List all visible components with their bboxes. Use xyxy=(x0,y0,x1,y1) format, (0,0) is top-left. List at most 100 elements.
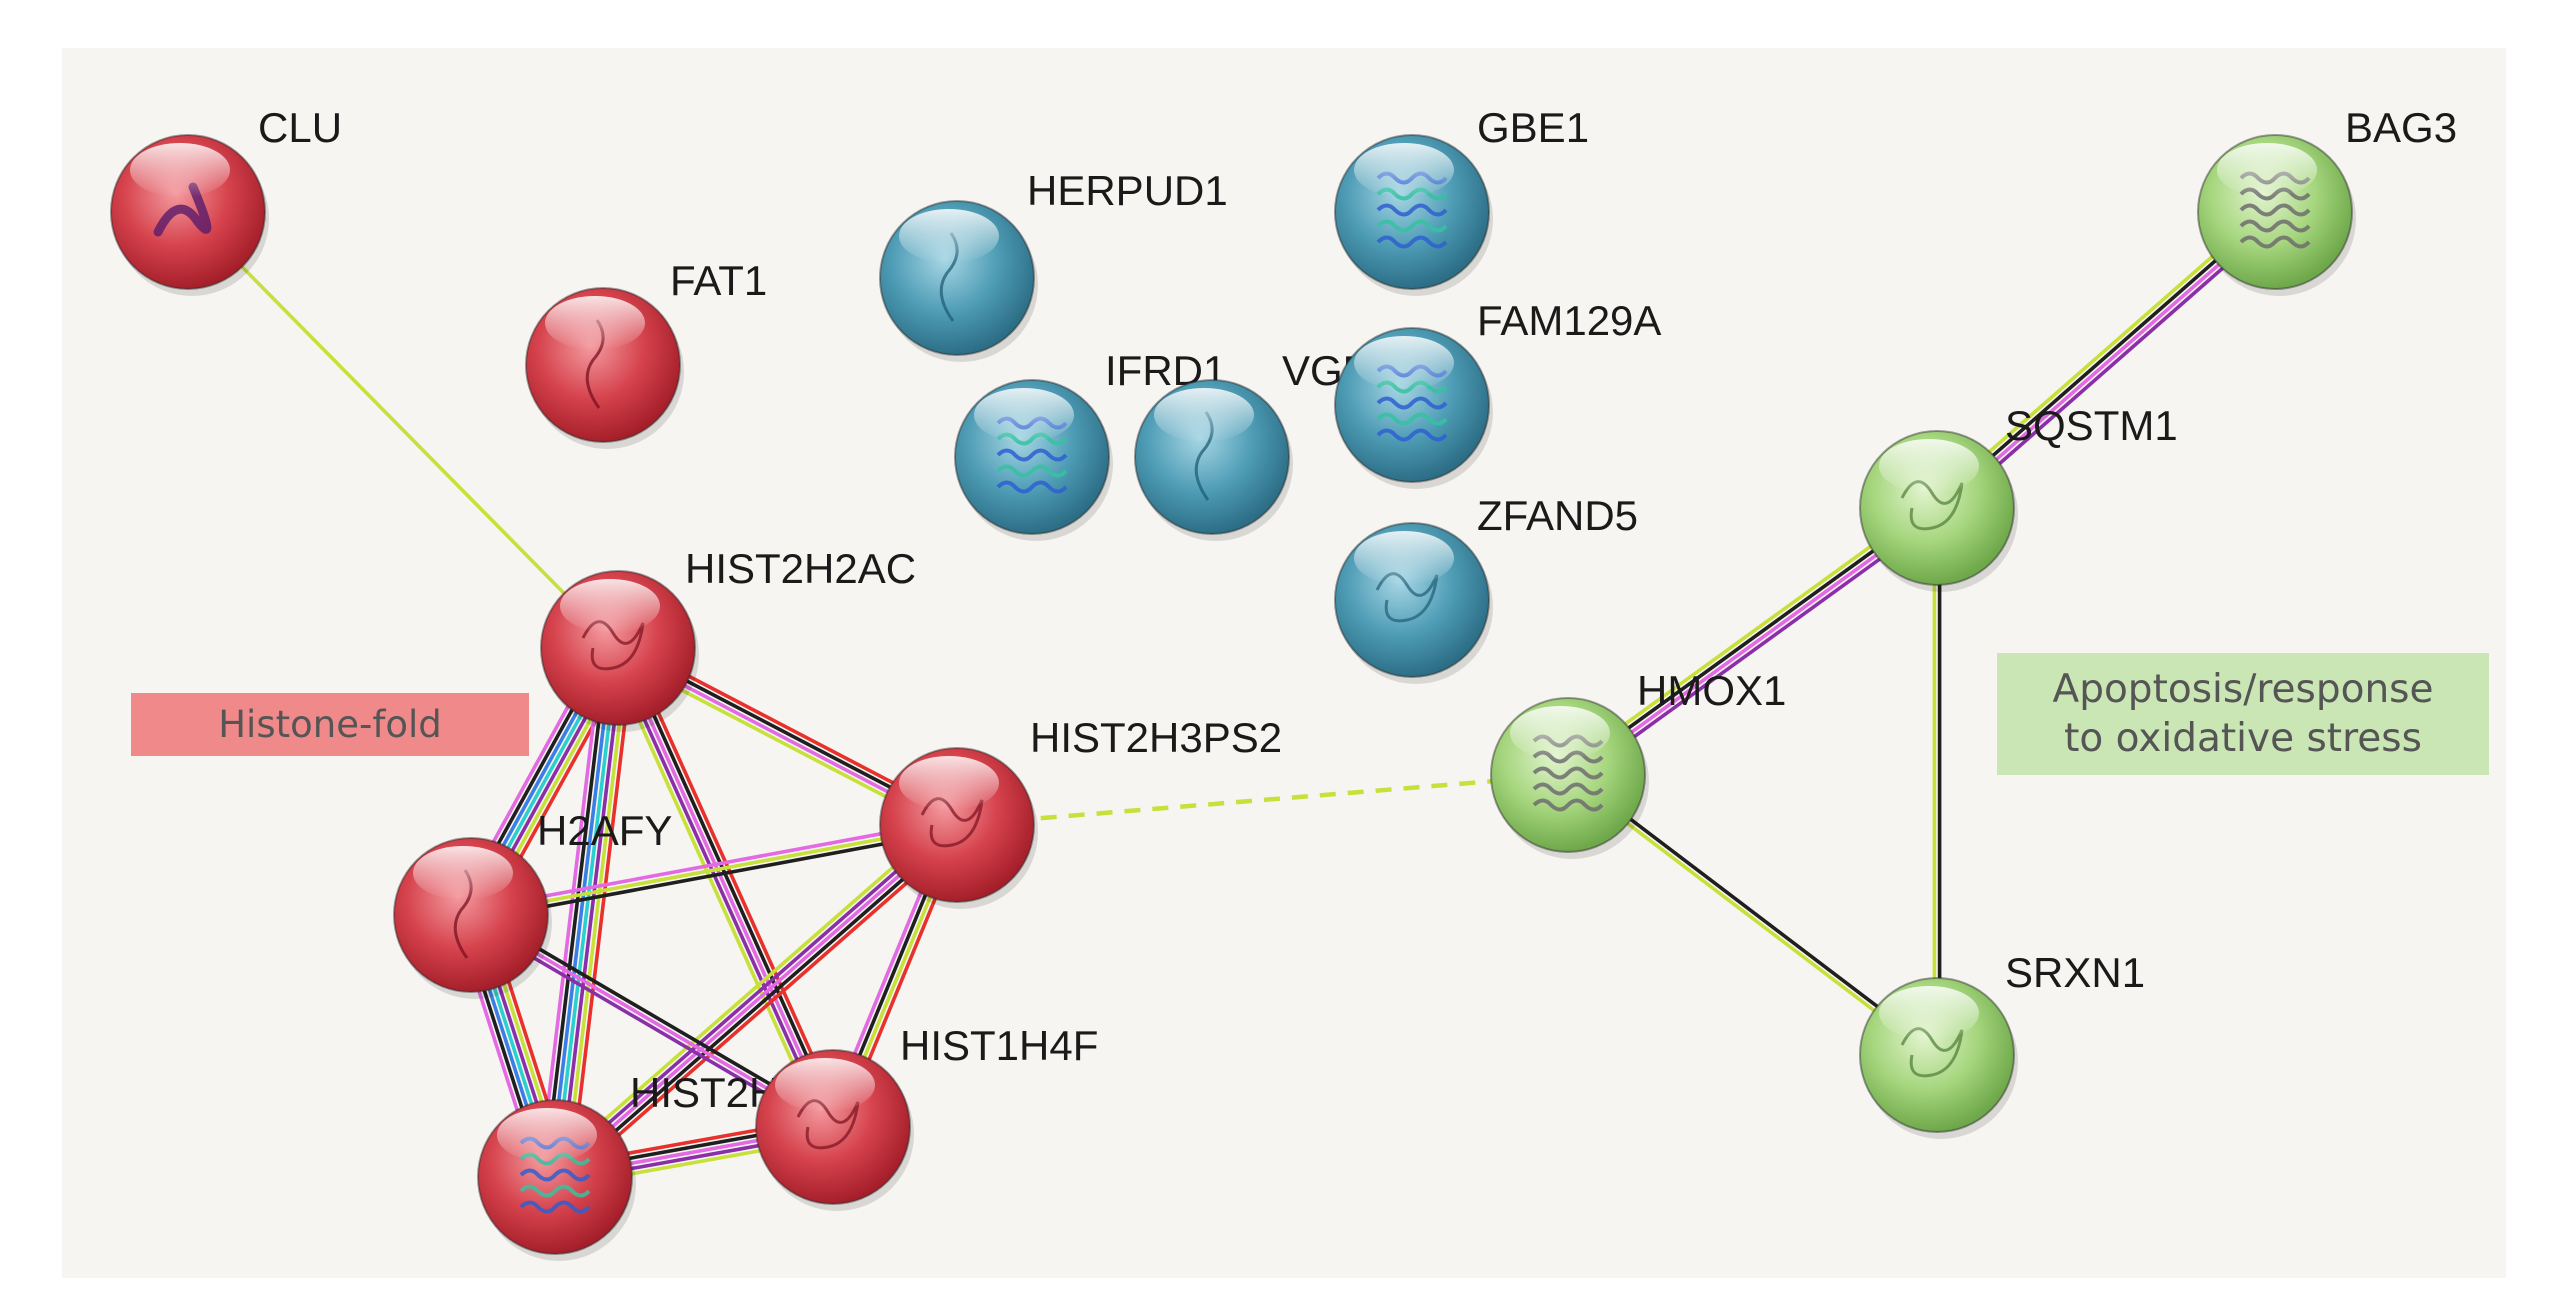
node-gloss xyxy=(1879,986,1979,1040)
node-label-hmox1: HMOX1 xyxy=(1637,667,1786,714)
node-label-h2afy: H2AFY xyxy=(537,807,672,854)
node-h2afy[interactable]: H2AFY xyxy=(393,807,672,999)
structure-mark xyxy=(1376,428,1448,442)
structure-mark xyxy=(1532,766,1604,780)
structure-mark xyxy=(1376,203,1448,217)
node-gloss xyxy=(560,579,660,633)
node-zfand5[interactable]: ZFAND5 xyxy=(1334,492,1638,684)
node-fat1[interactable]: FAT1 xyxy=(525,257,767,449)
node-hmox1[interactable]: HMOX1 xyxy=(1490,667,1786,859)
structure-mark xyxy=(2239,219,2311,233)
node-label-clu: CLU xyxy=(258,104,342,151)
node-label-fam129a: FAM129A xyxy=(1477,297,1661,344)
edge-line xyxy=(558,648,625,1178)
structure-mark xyxy=(1532,798,1604,812)
structure-mark xyxy=(153,182,212,237)
node-label-hist1h4f: HIST1H4F xyxy=(900,1022,1098,1069)
structure-mark xyxy=(996,448,1068,462)
structure-mark xyxy=(1376,396,1448,410)
node-label-fat1: FAT1 xyxy=(670,257,767,304)
node-gloss xyxy=(130,143,230,197)
node-srxn1[interactable]: SRXN1 xyxy=(1859,949,2145,1139)
node-label-herpud1: HERPUD1 xyxy=(1027,167,1228,214)
node-ifrd1[interactable]: IFRD1 xyxy=(954,347,1226,541)
edge-line xyxy=(956,772,1569,828)
node-label-hist2h3ps2: HIST2H3PS2 xyxy=(1030,714,1282,761)
node-hist2h2ac[interactable]: HIST2H2AC xyxy=(540,545,916,732)
edge-line xyxy=(621,645,840,1126)
edge-line xyxy=(470,823,958,917)
structure-mark xyxy=(2239,203,2311,217)
edge-line xyxy=(471,828,959,922)
node-label-zfand5: ZFAND5 xyxy=(1477,492,1638,539)
node-gloss xyxy=(545,296,645,350)
node-vgf[interactable]: VGF xyxy=(1134,347,1368,541)
edge-line xyxy=(616,647,835,1128)
edge-hist2h3ps2-h2afy xyxy=(469,818,959,922)
node-bag3[interactable]: BAG3 xyxy=(2197,104,2457,296)
structure-mark xyxy=(996,480,1068,494)
edge-line xyxy=(186,210,620,650)
edge-line xyxy=(546,815,952,1171)
edge-hist2h2ac-hist2h2be xyxy=(537,645,636,1180)
node-gloss xyxy=(899,209,999,263)
node-label-bag3: BAG3 xyxy=(2345,104,2457,151)
edge-line xyxy=(568,649,636,1180)
edge-line xyxy=(553,647,620,1178)
node-clu[interactable]: CLU xyxy=(110,104,342,296)
node-gloss xyxy=(899,756,999,810)
node-fam129a[interactable]: FAM129A xyxy=(1334,297,1661,489)
structure-mark xyxy=(1376,219,1448,233)
node-gloss xyxy=(2217,143,2317,197)
edge-hmox1-srxn1 xyxy=(1565,771,1940,1059)
node-gloss xyxy=(775,1058,875,1112)
structure-mark xyxy=(1376,412,1448,426)
edge-line xyxy=(560,831,966,1187)
edge-line xyxy=(563,649,631,1179)
structure-mark xyxy=(519,1168,591,1182)
structure-mark xyxy=(519,1200,591,1214)
edge-line xyxy=(553,823,959,1179)
structure-mark xyxy=(519,1184,591,1198)
node-sqstm1[interactable]: SQSTM1 xyxy=(1859,402,2178,592)
node-label-srxn1: SRXN1 xyxy=(2005,949,2145,996)
node-gloss xyxy=(1154,388,1254,442)
node-gloss xyxy=(1510,706,1610,760)
node-gloss xyxy=(974,388,1074,442)
structure-mark xyxy=(996,464,1068,478)
node-hist1h4f[interactable]: HIST1H4F xyxy=(755,1022,1098,1211)
node-label-gbe1: GBE1 xyxy=(1477,104,1589,151)
cluster-label-histone-fold: Histone-fold xyxy=(131,693,529,756)
edge-line xyxy=(606,651,826,1132)
edge-hist2h3ps2-hist2h2be xyxy=(546,815,966,1187)
cluster-label-apoptosis-oxidative-stress: Apoptosis/response to oxidative stress xyxy=(1997,653,2489,775)
edge-clu-hist2h2ac xyxy=(186,210,620,650)
edge-line xyxy=(557,827,962,1183)
edge-line xyxy=(1568,771,1940,1055)
node-gloss xyxy=(413,846,513,900)
node-gloss xyxy=(1354,336,1454,390)
edge-line xyxy=(542,646,610,1176)
node-gbe1[interactable]: GBE1 xyxy=(1334,104,1589,296)
node-gloss xyxy=(1354,531,1454,585)
node-gloss xyxy=(1879,439,1979,493)
structure-mark xyxy=(1376,235,1448,249)
edge-line xyxy=(611,649,830,1130)
node-label-hist2h2ac: HIST2H2AC xyxy=(685,545,916,592)
node-gloss xyxy=(1354,143,1454,197)
edge-hist2h3ps2-hmox1 xyxy=(956,772,1569,828)
edge-sqstm1-srxn1 xyxy=(1932,508,1942,1055)
node-label-sqstm1: SQSTM1 xyxy=(2005,402,2178,449)
edge-line xyxy=(625,643,845,1124)
node-gloss xyxy=(497,1108,597,1162)
edge-line xyxy=(548,647,615,1177)
node-hist2h3ps2[interactable]: HIST2H3PS2 xyxy=(879,714,1282,909)
edge-line xyxy=(469,818,957,912)
structure-mark xyxy=(1532,782,1604,796)
edge-line xyxy=(550,819,955,1175)
edge-line xyxy=(1565,775,1937,1059)
node-herpud1[interactable]: HERPUD1 xyxy=(879,167,1228,362)
structure-mark xyxy=(2239,235,2311,249)
nodes-layer: CLUFAT1HIST2H2ACHIST2H3PS2H2AFYHIST2H2BE… xyxy=(110,104,2457,1261)
